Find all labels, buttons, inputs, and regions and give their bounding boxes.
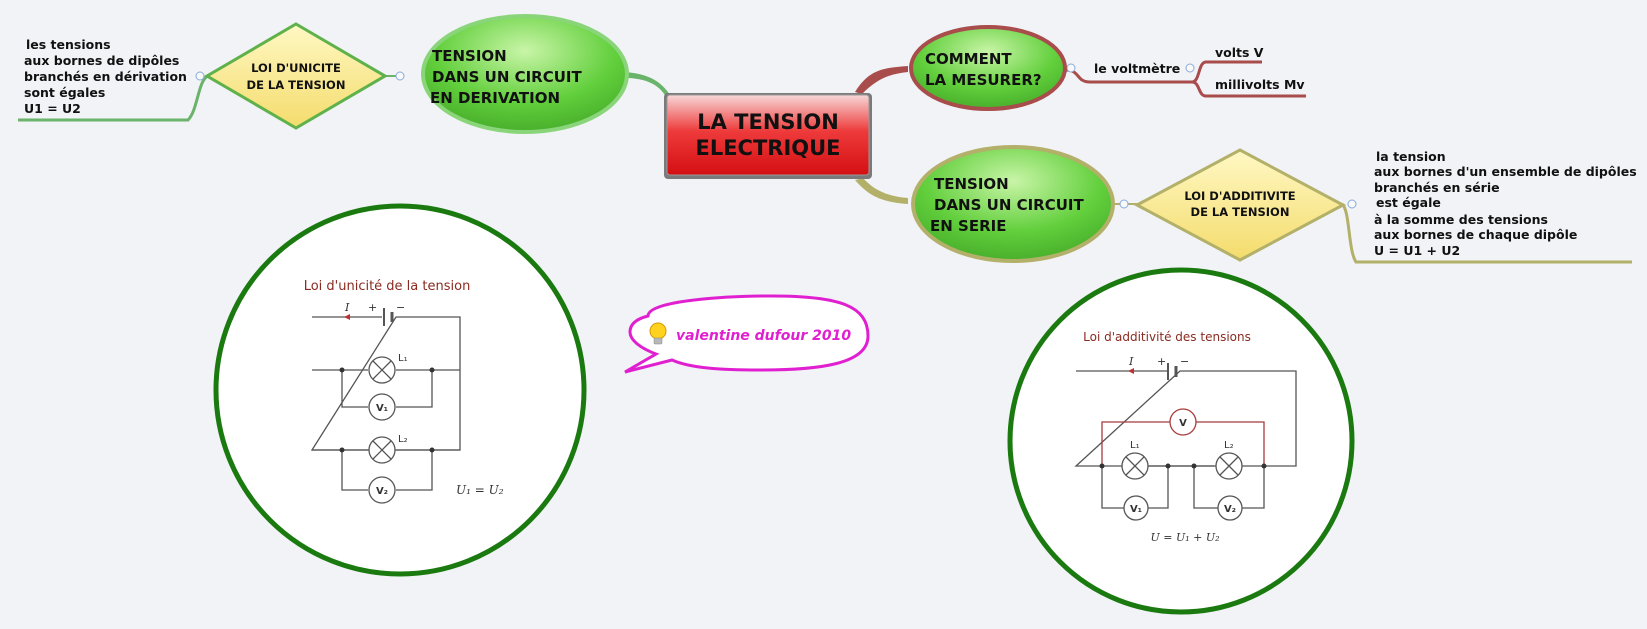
- connector-unicite-text: [18, 74, 209, 122]
- connector-additivite-text: [1340, 202, 1632, 264]
- unicite-text-line2: aux bornes de dipôles: [24, 53, 180, 68]
- unit-volts[interactable]: volts V: [1215, 45, 1264, 60]
- collapse-toggle-mesurer[interactable]: [1066, 63, 1076, 73]
- author-balloon[interactable]: valentine dufour 2010: [624, 294, 870, 374]
- circuit-unicite-L1: L₁: [398, 353, 408, 364]
- collapse-toggle-derivation[interactable]: [395, 71, 405, 81]
- additivite-text-line2: aux bornes d'un ensemble de dipôles: [1374, 164, 1637, 179]
- collapse-toggle-voltmetre[interactable]: [1185, 63, 1195, 73]
- derivation-line3: EN DERIVATION: [430, 89, 560, 107]
- lightbulb-icon: [649, 322, 667, 345]
- law-additivite-diamond[interactable]: LOI D'ADDITIVITE DE LA TENSION: [1133, 148, 1347, 262]
- additivite-text-line3: branchés en série: [1374, 180, 1500, 195]
- additivite-text-line4: est égale: [1376, 195, 1441, 210]
- connector-units: [1191, 60, 1306, 98]
- connector-mesurer: [855, 66, 908, 94]
- central-title-line1: LA TENSION: [697, 110, 839, 134]
- circuit-unicite-formula: U₁ = U₂: [456, 483, 504, 497]
- derivation-line1: TENSION: [432, 47, 507, 65]
- circuit-unicite-L2: L₂: [398, 434, 408, 445]
- branch-mesurer-node[interactable]: COMMENT LA MESURER?: [909, 25, 1067, 111]
- unicite-text-line5: U1 = U2: [24, 101, 81, 116]
- additivite-text-line5: à la somme des tensions: [1374, 212, 1548, 227]
- unicite-text-line1: les tensions: [26, 37, 111, 52]
- circuit-additivite-V: V: [1179, 418, 1187, 429]
- additivite-text-line7: U = U1 + U2: [1374, 243, 1461, 258]
- branch-derivation-node[interactable]: TENSION DANS UN CIRCUIT EN DERIVATION: [421, 14, 629, 134]
- circuit-unicite-plus: +: [368, 301, 377, 314]
- circuit-additivite-L1: L₁: [1130, 440, 1140, 451]
- circuit-unicite-V2: V₂: [376, 486, 388, 497]
- branch-serie-node[interactable]: TENSION DANS UN CIRCUIT EN SERIE: [911, 145, 1115, 263]
- law-unicite-diamond[interactable]: LOI D'UNICITE DE LA TENSION: [204, 22, 388, 130]
- connector-serie: [855, 178, 908, 204]
- collapse-toggle-additivite[interactable]: [1347, 199, 1357, 209]
- circuit-additivite-plus: +: [1157, 355, 1166, 368]
- central-node[interactable]: LA TENSION ELECTRIQUE: [664, 93, 872, 179]
- serie-line2: DANS UN CIRCUIT: [934, 196, 1085, 214]
- collapse-toggle-unicite[interactable]: [195, 71, 205, 81]
- law-unicite-line1: LOI D'UNICITE: [251, 61, 341, 75]
- serie-line1: TENSION: [934, 175, 1009, 193]
- central-title-line2: ELECTRIQUE: [695, 136, 840, 160]
- unicite-text-line4: sont égales: [24, 85, 106, 100]
- circuit-unicite-V1: V₁: [376, 403, 388, 414]
- circuit-unicite-I: I: [344, 301, 350, 314]
- author-text: valentine dufour 2010: [676, 328, 851, 344]
- circuit-additivite-V2: V₂: [1224, 504, 1236, 515]
- voltmetre-label[interactable]: le voltmètre: [1094, 61, 1181, 76]
- derivation-line2: DANS UN CIRCUIT: [432, 68, 583, 86]
- circuit-unicite-minus: −: [396, 301, 405, 314]
- additivite-text-line1: la tension: [1376, 149, 1446, 164]
- circuit-additivite-I: I: [1128, 355, 1134, 368]
- circuit-additivite-title: Loi d'additivité des tensions: [1083, 330, 1251, 344]
- collapse-toggle-serie[interactable]: [1119, 199, 1129, 209]
- circuit-additivite-L2: L₂: [1224, 440, 1234, 451]
- law-unicite-line2: DE LA TENSION: [247, 78, 346, 92]
- unit-millivolts[interactable]: millivolts Mv: [1215, 77, 1305, 92]
- law-additivite-line2: DE LA TENSION: [1191, 205, 1290, 219]
- serie-line3: EN SERIE: [930, 217, 1006, 235]
- circuit-additivite-minus: −: [1180, 355, 1189, 368]
- law-additivite-line1: LOI D'ADDITIVITE: [1184, 189, 1295, 203]
- additivite-text-line6: aux bornes de chaque dipôle: [1374, 227, 1578, 242]
- mesurer-line1: COMMENT: [925, 50, 1012, 68]
- circuit-additivite-V1: V₁: [1130, 504, 1142, 515]
- mesurer-line2: LA MESURER?: [925, 71, 1042, 89]
- circuit-unicite-figure: Loi d'unicité de la tension I +: [213, 203, 587, 577]
- circuit-unicite-title: Loi d'unicité de la tension: [304, 279, 471, 294]
- circuit-additivite-formula: U = U₁ + U₂: [1150, 531, 1219, 544]
- circuit-additivite-figure: Loi d'additivité des tensions I + − V L₁…: [1007, 267, 1355, 615]
- unicite-text-line3: branchés en dérivation: [24, 69, 187, 84]
